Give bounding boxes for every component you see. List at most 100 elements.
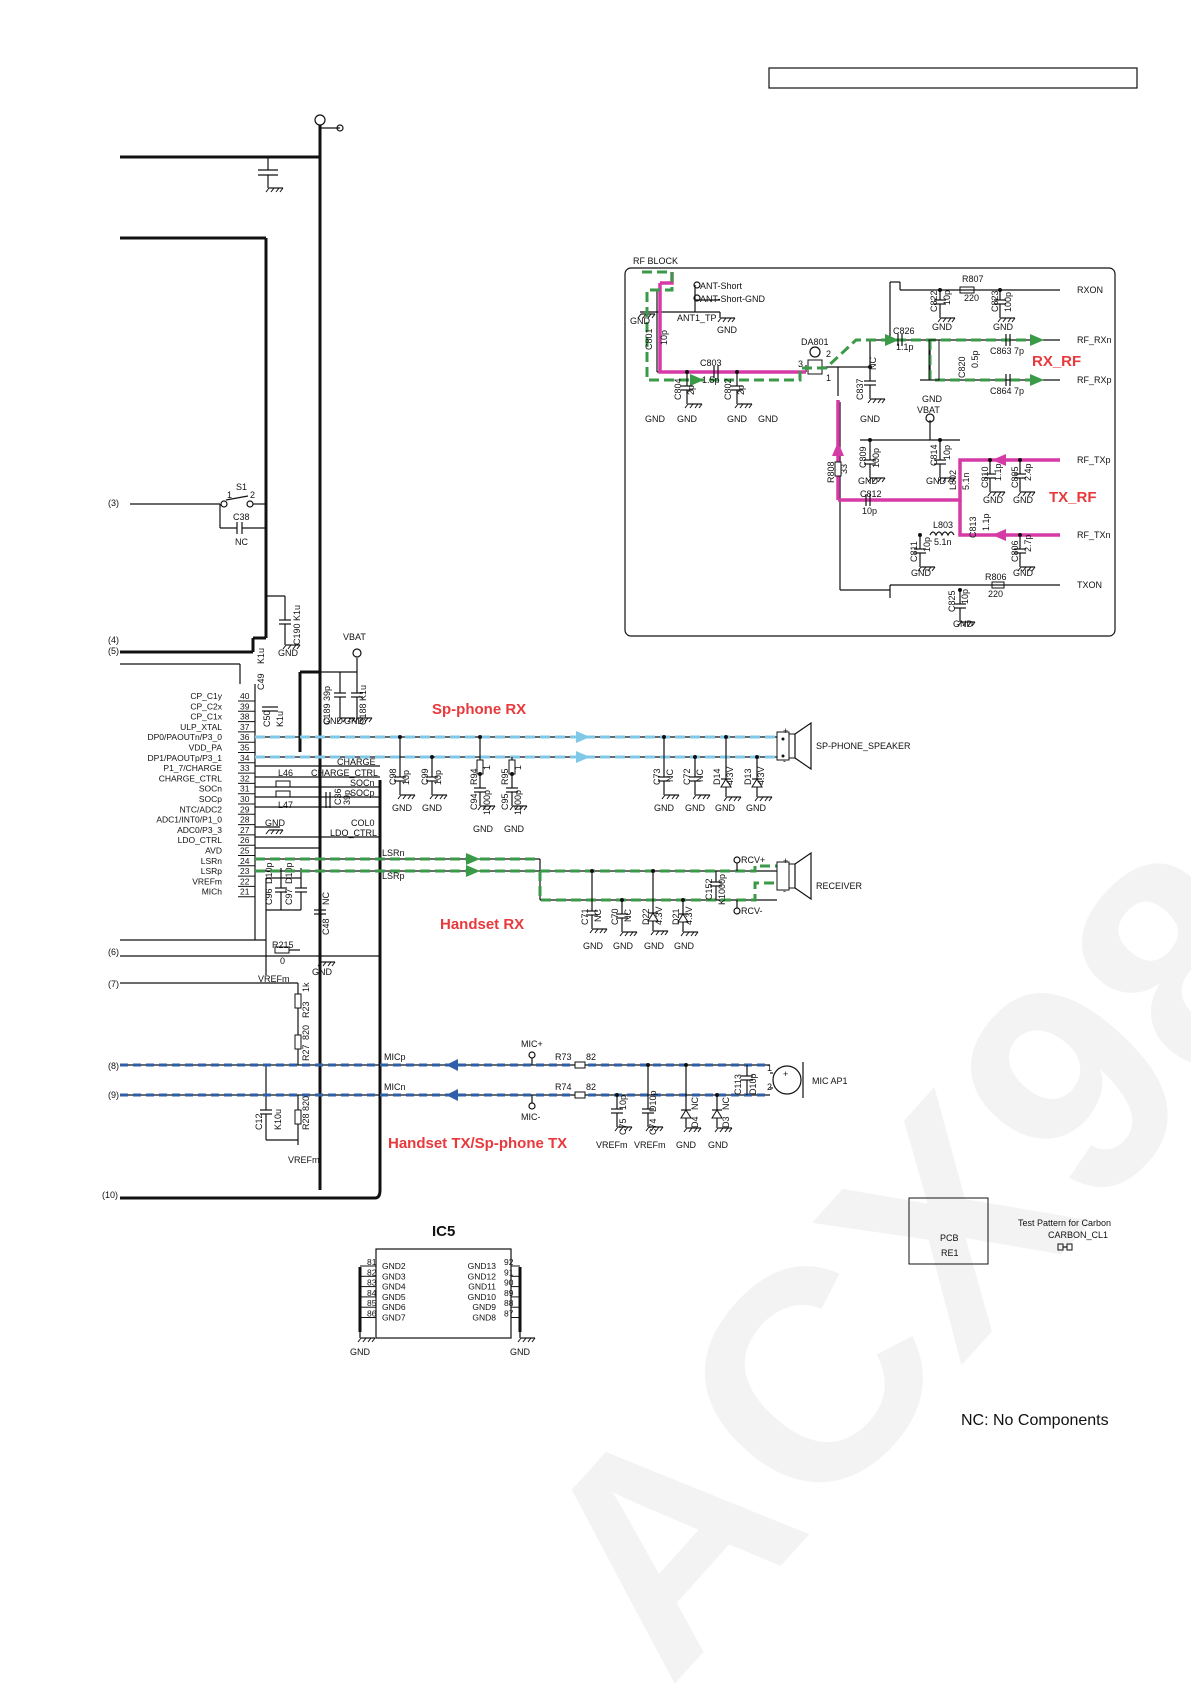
svg-text:33: 33 xyxy=(839,464,849,474)
svg-text:GND: GND xyxy=(674,941,695,951)
mic-label: MIC AP1 xyxy=(812,1076,848,1086)
svg-text:1: 1 xyxy=(482,765,492,770)
svg-text:GND: GND xyxy=(708,1140,729,1150)
svg-text:R215: R215 xyxy=(272,940,294,950)
svg-text:TXON: TXON xyxy=(1077,580,1102,590)
svg-text:GND: GND xyxy=(350,1347,371,1357)
ic-pin-number: 30 xyxy=(240,794,250,804)
ic5-pin-number: 84 xyxy=(367,1288,377,1298)
ic-pin-number: 37 xyxy=(240,722,250,732)
svg-text:GND: GND xyxy=(278,648,299,658)
ic5-pin-number: 88 xyxy=(504,1298,514,1308)
svg-text:RF_RXn: RF_RXn xyxy=(1077,335,1112,345)
ic5-pin-name: GND4 xyxy=(382,1282,406,1292)
ic5-pin-number: 89 xyxy=(504,1288,514,1298)
ic-pin-name: ADC0/P3_3 xyxy=(177,825,222,835)
ic-pin-name: SOCn xyxy=(199,784,222,794)
header-box xyxy=(768,67,1138,89)
ic-pin-number: 40 xyxy=(240,691,250,701)
svg-text:C863: C863 xyxy=(990,346,1012,356)
section-handset-rx: Handset RX xyxy=(440,916,524,933)
svg-text:MICn: MICn xyxy=(384,1082,406,1092)
ic-pin-name: LSRn xyxy=(201,856,223,866)
svg-text:GND: GND xyxy=(758,414,779,424)
svg-text:2p: 2p xyxy=(686,385,696,395)
svg-text:(7): (7) xyxy=(108,979,119,989)
svg-text:1: 1 xyxy=(767,1063,772,1073)
svg-text:2p: 2p xyxy=(736,385,746,395)
svg-text:C113: C113 xyxy=(733,1074,743,1095)
svg-text:GND: GND xyxy=(926,476,947,486)
svg-text:DA801: DA801 xyxy=(801,337,829,347)
svg-text:1.1p: 1.1p xyxy=(993,463,1003,481)
svg-text:82: 82 xyxy=(586,1082,596,1092)
svg-text:R73: R73 xyxy=(555,1052,572,1062)
svg-text:GND: GND xyxy=(645,414,666,424)
svg-text:GND: GND xyxy=(422,803,443,813)
svg-text:(6): (6) xyxy=(108,947,119,957)
section-rx-rf: RX_RF xyxy=(1032,353,1081,370)
svg-text:GND: GND xyxy=(860,414,881,424)
svg-text:4.3V: 4.3V xyxy=(725,766,735,785)
svg-text:L802: L802 xyxy=(948,470,958,490)
svg-text:RCV-: RCV- xyxy=(741,906,763,916)
svg-text:CHARGE: CHARGE xyxy=(337,757,376,767)
svg-text:2: 2 xyxy=(767,1082,772,1092)
ic-pin-number: 34 xyxy=(240,753,250,763)
svg-text:C813: C813 xyxy=(968,516,978,538)
svg-text:VREFm: VREFm xyxy=(288,1155,320,1165)
svg-text:C823: C823 xyxy=(990,290,1000,312)
svg-text:C70: C70 xyxy=(610,908,620,925)
left-labels: S1 1 2 C38 NC C190 K1u GND C49 K1u C50 K… xyxy=(227,482,405,1165)
pcb-block: PCB RE1 Test Pattern for Carbon CARBON_C… xyxy=(908,1197,1111,1265)
ic-pin-name: SOCp xyxy=(199,794,222,804)
svg-text:R23: R23 xyxy=(301,1001,311,1018)
speaker-label: SP-PHONE_SPEAKER xyxy=(816,741,911,751)
svg-text:2.7p: 2.7p xyxy=(1023,534,1033,552)
svg-text:10p: 10p xyxy=(942,445,952,460)
svg-text:10p: 10p xyxy=(942,290,952,305)
svg-text:D10p: D10p xyxy=(264,862,274,884)
speaker-part-labels: C98 10p C99 10p R94 1 R95 1 C94 1000p C9… xyxy=(388,765,767,834)
ic5-pin-name: GND8 xyxy=(472,1313,496,1323)
svg-text:VREFm: VREFm xyxy=(258,974,290,984)
ic-pin-number: 31 xyxy=(240,784,250,794)
svg-text:C809: C809 xyxy=(858,446,868,468)
svg-text:C38: C38 xyxy=(233,512,250,522)
ic-pin-number: 28 xyxy=(240,815,250,825)
svg-text:C864: C864 xyxy=(990,386,1012,396)
svg-text:GND: GND xyxy=(676,1140,697,1150)
svg-text:C837: C837 xyxy=(855,378,865,400)
svg-text:D22: D22 xyxy=(641,908,651,925)
rf-labels: ANT-Short ANT-Short-GND ANT1_TP GND GND … xyxy=(630,274,1112,629)
svg-text:(5): (5) xyxy=(108,646,119,656)
svg-text:VBAT: VBAT xyxy=(917,405,940,415)
svg-text:10p: 10p xyxy=(401,770,411,785)
svg-text:-: - xyxy=(783,756,786,766)
ic-pin-name: VREFm xyxy=(192,876,222,886)
svg-text:2: 2 xyxy=(826,349,831,359)
svg-text:MIC-: MIC- xyxy=(521,1112,541,1122)
svg-text:GND: GND xyxy=(677,414,698,424)
svg-text:S1: S1 xyxy=(236,482,247,492)
svg-text:K1u: K1u xyxy=(256,648,266,664)
svg-text:NC: NC xyxy=(321,892,331,905)
svg-text:K10u: K10u xyxy=(273,1109,283,1130)
svg-text:(4): (4) xyxy=(108,635,119,645)
svg-text:7p: 7p xyxy=(1014,386,1024,396)
svg-text:C803: C803 xyxy=(700,358,722,368)
svg-text:C814: C814 xyxy=(929,444,939,466)
ic5-pin-number: 87 xyxy=(504,1309,514,1319)
svg-text:ANT-Short: ANT-Short xyxy=(700,281,743,291)
svg-text:(3): (3) xyxy=(108,498,119,508)
svg-text:GND: GND xyxy=(630,316,651,326)
svg-text:82: 82 xyxy=(586,1052,596,1062)
svg-text:GND: GND xyxy=(265,818,286,828)
svg-text:C48: C48 xyxy=(321,918,331,935)
section-tx-rf: TX_RF xyxy=(1049,489,1097,506)
svg-text:10p: 10p xyxy=(618,1095,628,1110)
svg-text:(9): (9) xyxy=(108,1090,119,1100)
ic-pin-number: 35 xyxy=(240,743,250,753)
svg-text:GND: GND xyxy=(685,803,706,813)
svg-text:4.3V: 4.3V xyxy=(756,766,766,785)
